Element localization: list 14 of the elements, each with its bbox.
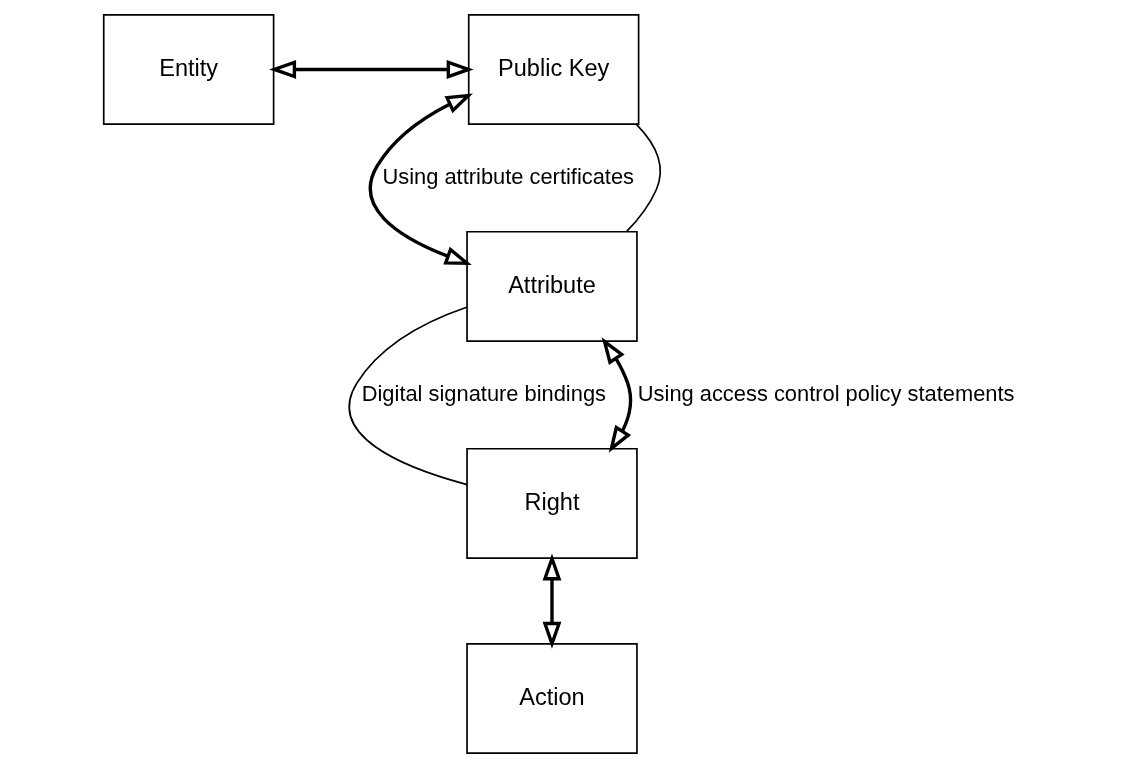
- node-box: Attribute: [466, 230, 638, 342]
- connector: [348, 306, 468, 486]
- arrow: [269, 60, 474, 79]
- node-box: Public Key: [467, 13, 640, 125]
- edge-label: Using attribute certificates: [382, 163, 634, 189]
- arrow: [601, 337, 633, 453]
- edge-label: Using access control policy statements: [637, 380, 1015, 406]
- arrow: [542, 553, 562, 649]
- node-box: Entity: [102, 13, 275, 125]
- edge-label: Digital signature bindings: [361, 380, 606, 406]
- connector: [625, 123, 662, 233]
- arrow: [368, 93, 473, 265]
- node-box: Right: [466, 447, 638, 559]
- node-box: Action: [466, 643, 638, 755]
